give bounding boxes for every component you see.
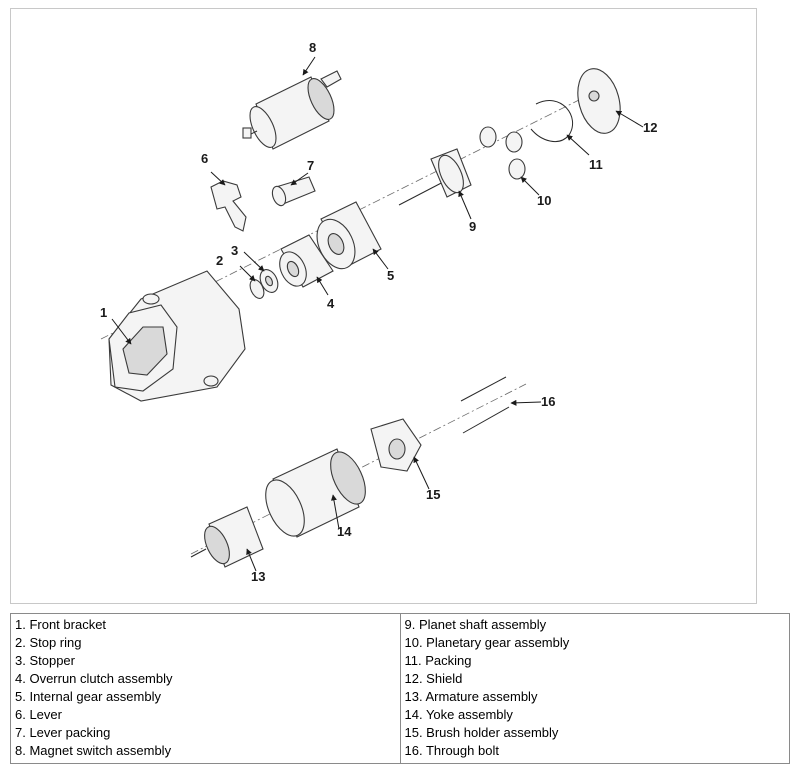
leader-12	[615, 110, 644, 128]
overrun-clutch-assembly	[279, 234, 334, 288]
leader-10	[520, 176, 540, 196]
callout-2: 2	[216, 253, 223, 268]
leader-11	[566, 134, 590, 156]
planet-shaft-assembly	[398, 148, 472, 206]
legend-item: 13. Armature assembly	[404, 689, 538, 704]
leader-7	[290, 172, 309, 186]
leader-4	[316, 276, 329, 296]
legend-item: 4. Overrun clutch assembly	[15, 671, 173, 686]
shield	[577, 68, 621, 134]
leader-6	[210, 171, 226, 186]
leader-8	[302, 56, 316, 76]
leader-1	[111, 318, 132, 345]
callout-4: 4	[327, 296, 335, 311]
planetary-gear-assembly	[479, 126, 526, 180]
brush-holder-assembly	[370, 418, 422, 472]
callout-5: 5	[387, 268, 394, 283]
legend-item: 1. Front bracket	[15, 617, 107, 632]
upper-center-axis	[100, 83, 612, 340]
leader-15	[413, 456, 430, 490]
legend-item: 12. Shield	[404, 671, 463, 686]
leader-2	[239, 265, 256, 282]
leader-3	[243, 251, 265, 272]
callout-11: 11	[589, 157, 603, 172]
leader-13	[246, 548, 257, 572]
lever	[210, 180, 247, 232]
callout-1: 1	[100, 305, 107, 320]
legend-item: 7. Lever packing	[15, 725, 111, 740]
yoke-assembly	[265, 448, 366, 538]
legend-item: 15. Brush holder assembly	[404, 725, 559, 740]
callout-10: 10	[537, 193, 551, 208]
legend-column-left: 1. Front bracket 2. Stop ring 3. Stopper…	[10, 613, 401, 764]
leader-16	[510, 399, 542, 406]
through-bolt	[460, 376, 510, 434]
legend-item: 9. Planet shaft assembly	[404, 617, 547, 632]
callout-7: 7	[307, 158, 314, 173]
leader-5	[372, 248, 389, 270]
leader-9	[458, 190, 472, 220]
legend-item: 5. Internal gear assembly	[15, 689, 161, 704]
callout-16: 16	[541, 394, 555, 409]
callout-8: 8	[309, 40, 316, 55]
legend-item: 2. Stop ring	[15, 635, 82, 650]
parts-legend-table: 1. Front bracket 2. Stop ring 3. Stopper…	[10, 613, 790, 764]
callout-12: 12	[643, 120, 657, 135]
legend-item: 11. Packing	[404, 653, 472, 668]
legend-item: 14. Yoke assembly	[404, 707, 513, 722]
callout-9: 9	[469, 219, 476, 234]
callout-3: 3	[231, 243, 238, 258]
magnet-switch-assembly	[242, 70, 342, 150]
callout-15: 15	[426, 487, 440, 502]
legend-column-right: 9. Planet shaft assembly 10. Planetary g…	[399, 613, 790, 764]
legend-item: 16. Through bolt	[404, 743, 499, 758]
lever-packing	[271, 176, 316, 207]
legend-item: 8. Magnet switch assembly	[15, 743, 172, 758]
callout-13: 13	[251, 569, 265, 584]
legend-item: 6. Lever	[15, 707, 62, 722]
armature-assembly	[190, 506, 264, 568]
callout-14: 14	[337, 524, 352, 539]
diagram-frame: 8 6 7 3 2 4 5 1 9 10 11 12 16 15 14 13	[10, 8, 757, 604]
exploded-view-diagram: 8 6 7 3 2 4 5 1 9 10 11 12 16 15 14 13	[100, 40, 657, 584]
leader-14	[330, 494, 340, 530]
front-bracket	[108, 270, 246, 402]
callout-6: 6	[201, 151, 208, 166]
internal-gear-assembly	[316, 201, 382, 270]
legend-item: 10. Planetary gear assembly	[404, 635, 570, 650]
legend-item: 3. Stopper	[15, 653, 75, 668]
